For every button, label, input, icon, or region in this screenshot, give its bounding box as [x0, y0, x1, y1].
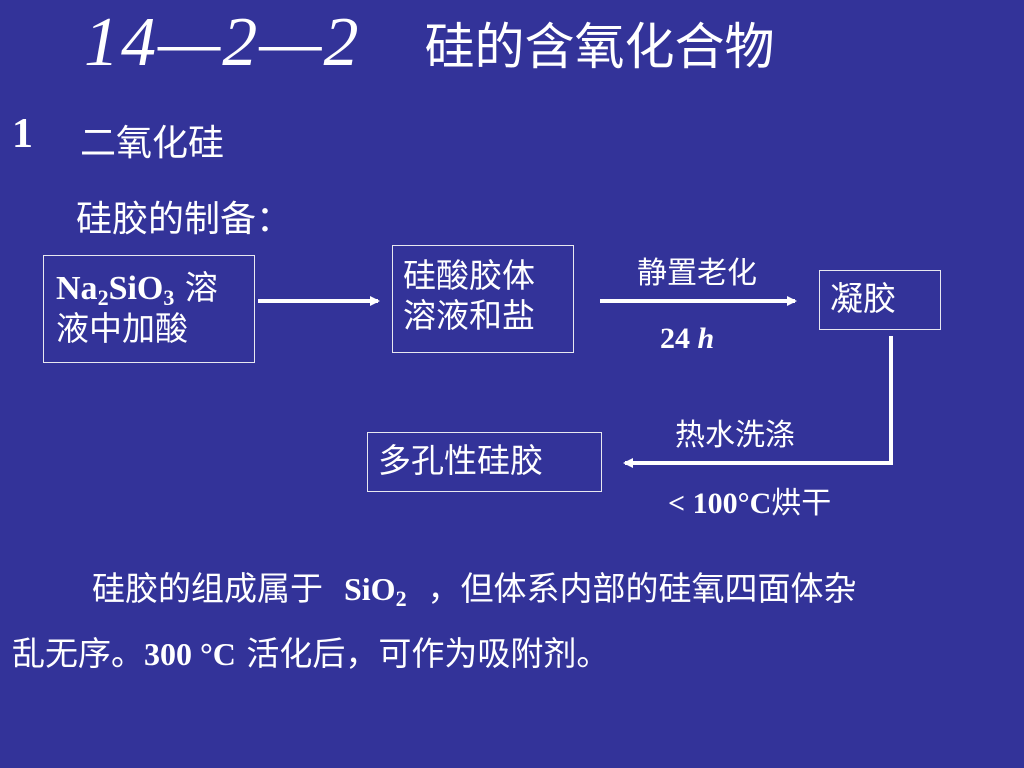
activation-temp: 300 °C	[144, 636, 236, 672]
formula-sub: 2	[395, 586, 407, 611]
aging-time-value: 24	[660, 322, 690, 355]
slide-title: 14—2—2 硅的含氧化合物	[84, 0, 774, 86]
section-number: 1	[12, 111, 33, 157]
flow-box-start-line1: Na2SiO3 溶	[56, 268, 254, 309]
subheading: 硅胶的制备：	[76, 199, 293, 240]
flow-box-sol-line1: 硅酸胶体	[403, 256, 535, 295]
flow-box-sol-line2: 溶液和盐	[403, 296, 535, 335]
flow-box-gel-text: 凝胶	[830, 279, 896, 318]
flow-box-start-line1-rest: 溶	[184, 268, 218, 307]
flow-box-porous: 多孔性硅胶	[367, 432, 602, 492]
paragraph-line1: 硅胶的组成属于 SiO2 ，但体系内部的硅氧四面体杂	[92, 562, 857, 610]
dry-text: 烘干	[771, 486, 832, 521]
step-aging-time: 24 h	[660, 322, 714, 356]
dry-temp: < 100°C	[668, 487, 772, 520]
step-wash-label: 热水洗涤	[675, 418, 795, 453]
paragraph-line1-pre: 硅胶的组成属于	[92, 569, 323, 608]
formula-sio: SiO	[108, 270, 164, 307]
step-dry-label: < 100°C烘干	[668, 478, 831, 522]
arrow-gel-to-porous	[623, 336, 893, 468]
flow-box-gel: 凝胶	[819, 270, 941, 330]
paragraph-line1-post: ，但体系内部的硅氧四面体杂	[427, 569, 857, 608]
title-text: 硅的含氧化合物	[424, 18, 775, 76]
formula-sub: 2	[97, 285, 109, 310]
formula-sio2: SiO	[343, 571, 396, 607]
paragraph-line2-post: 活化后，可作为吸附剂。	[246, 634, 610, 673]
paragraph-line2: 乱无序。300 °C 活化后，可作为吸附剂。	[12, 627, 609, 675]
flow-box-start: Na2SiO3 溶 液中加酸	[43, 255, 255, 363]
flow-box-porous-text: 多孔性硅胶	[378, 441, 543, 480]
aging-time-unit: h	[697, 322, 715, 355]
formula-na: Na	[56, 270, 98, 307]
formula-sub: 3	[163, 285, 175, 310]
step-aging-label: 静置老化	[637, 256, 757, 291]
title-number: 14—2—2	[84, 4, 361, 81]
paragraph-line2-pre: 乱无序。	[12, 634, 144, 673]
section-title: 二氧化硅	[80, 123, 225, 164]
flow-box-sol: 硅酸胶体 溶液和盐	[392, 245, 574, 353]
flow-box-start-line2: 液中加酸	[56, 309, 188, 348]
